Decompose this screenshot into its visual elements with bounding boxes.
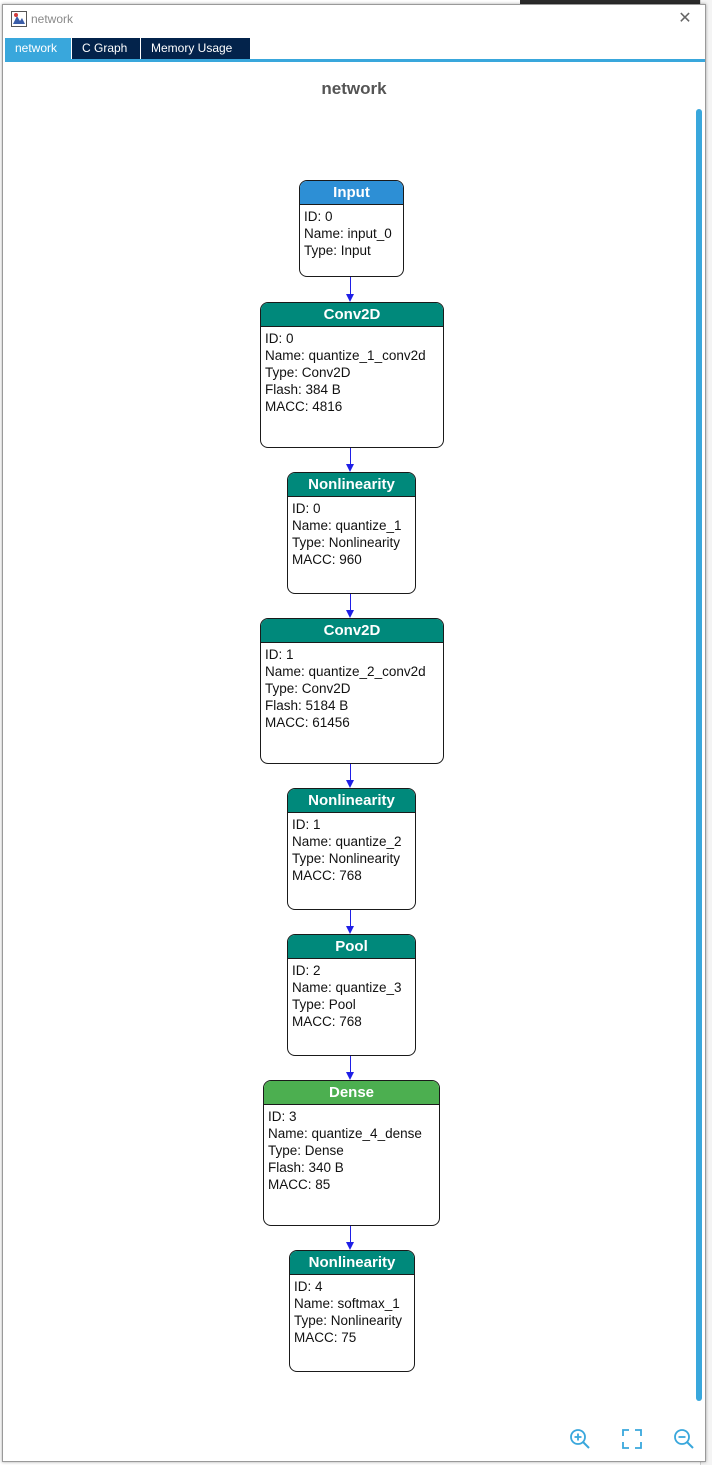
node-detail-line: ID: 0 <box>292 501 321 516</box>
node-header: Conv2D <box>261 619 443 643</box>
node-detail-line: Name: quantize_1_conv2d <box>265 348 426 363</box>
tab-memory-usage[interactable]: Memory Usage <box>141 38 250 59</box>
node-detail-line: Flash: 340 B <box>268 1160 344 1175</box>
node-header: Nonlinearity <box>288 789 415 813</box>
node-detail-line: Type: Nonlinearity <box>294 1313 403 1328</box>
node-detail-line: Name: quantize_2 <box>292 834 402 849</box>
node-header: Conv2D <box>261 303 443 327</box>
edge-arrowhead <box>346 294 354 302</box>
node-detail-line: ID: 3 <box>268 1109 297 1124</box>
tab-network[interactable]: network <box>5 38 71 59</box>
node-header: Nonlinearity <box>288 473 415 497</box>
node-detail-line: ID: 1 <box>265 647 294 662</box>
node-detail-line: Name: input_0 <box>304 226 392 241</box>
node-detail-line: ID: 1 <box>292 817 321 832</box>
zoom-out-icon[interactable] <box>672 1427 696 1451</box>
edge-arrowhead <box>346 464 354 472</box>
tab-c-graph[interactable]: C Graph <box>72 38 140 59</box>
title-bar: network ✕ <box>3 5 705 35</box>
node-header: Dense <box>264 1081 439 1105</box>
node-detail-line: Type: Input <box>304 243 371 258</box>
graph-edge <box>350 910 351 927</box>
vertical-scrollbar[interactable] <box>696 109 702 1401</box>
graph-edge <box>350 1226 351 1243</box>
graph-edge <box>350 764 351 781</box>
node-detail-line: MACC: 85 <box>268 1177 331 1192</box>
node-detail-line: Type: Conv2D <box>265 681 351 696</box>
graph-title: network <box>321 79 387 98</box>
node-detail-line: Type: Dense <box>268 1143 344 1158</box>
edge-arrowhead <box>346 1242 354 1250</box>
graph-window: network ✕ network C Graph Memory Usage n… <box>2 4 706 1462</box>
node-detail-line: ID: 0 <box>265 331 294 346</box>
edge-arrowhead <box>346 1072 354 1080</box>
node-header: Pool <box>288 935 415 959</box>
zoom-in-icon[interactable] <box>568 1427 592 1451</box>
node-detail-line: Type: Nonlinearity <box>292 851 401 866</box>
node-header: Nonlinearity <box>290 1251 414 1275</box>
node-detail-line: MACC: 75 <box>294 1330 357 1345</box>
edge-arrowhead <box>346 780 354 788</box>
node-detail-line: Type: Nonlinearity <box>292 535 401 550</box>
edge-arrowhead <box>346 926 354 934</box>
node-detail-line: Name: quantize_2_conv2d <box>265 664 426 679</box>
node-detail-line: ID: 4 <box>294 1279 323 1294</box>
node-detail-line: Name: quantize_4_dense <box>268 1126 422 1141</box>
node-header: Input <box>300 181 403 205</box>
graph-edge <box>350 594 351 611</box>
node-detail-line: Type: Conv2D <box>265 365 351 380</box>
node-detail-line: MACC: 768 <box>292 1014 362 1029</box>
fit-to-screen-icon[interactable] <box>620 1427 644 1451</box>
node-detail-line: ID: 0 <box>304 209 333 224</box>
node-detail-line: Flash: 384 B <box>265 382 341 397</box>
close-button[interactable]: ✕ <box>678 10 692 27</box>
node-detail-line: Name: quantize_3 <box>292 980 402 995</box>
node-detail-line: MACC: 61456 <box>265 715 350 730</box>
graph-edge <box>350 277 351 295</box>
node-detail-line: MACC: 960 <box>292 552 362 567</box>
app-icon <box>11 11 27 27</box>
graph-edge <box>350 448 351 465</box>
edge-arrowhead <box>346 610 354 618</box>
tab-bar: network C Graph Memory Usage <box>5 38 705 60</box>
node-detail-line: ID: 2 <box>292 963 321 978</box>
node-detail-line: Name: softmax_1 <box>294 1296 400 1311</box>
node-detail-line: MACC: 768 <box>292 868 362 883</box>
node-detail-line: Flash: 5184 B <box>265 698 349 713</box>
tab-underline <box>5 59 705 62</box>
node-detail-line: Type: Pool <box>292 997 356 1012</box>
graph-edge <box>350 1056 351 1073</box>
node-detail-line: MACC: 4816 <box>265 399 343 414</box>
node-detail-line: Name: quantize_1 <box>292 518 402 533</box>
window-title: network <box>31 12 74 26</box>
